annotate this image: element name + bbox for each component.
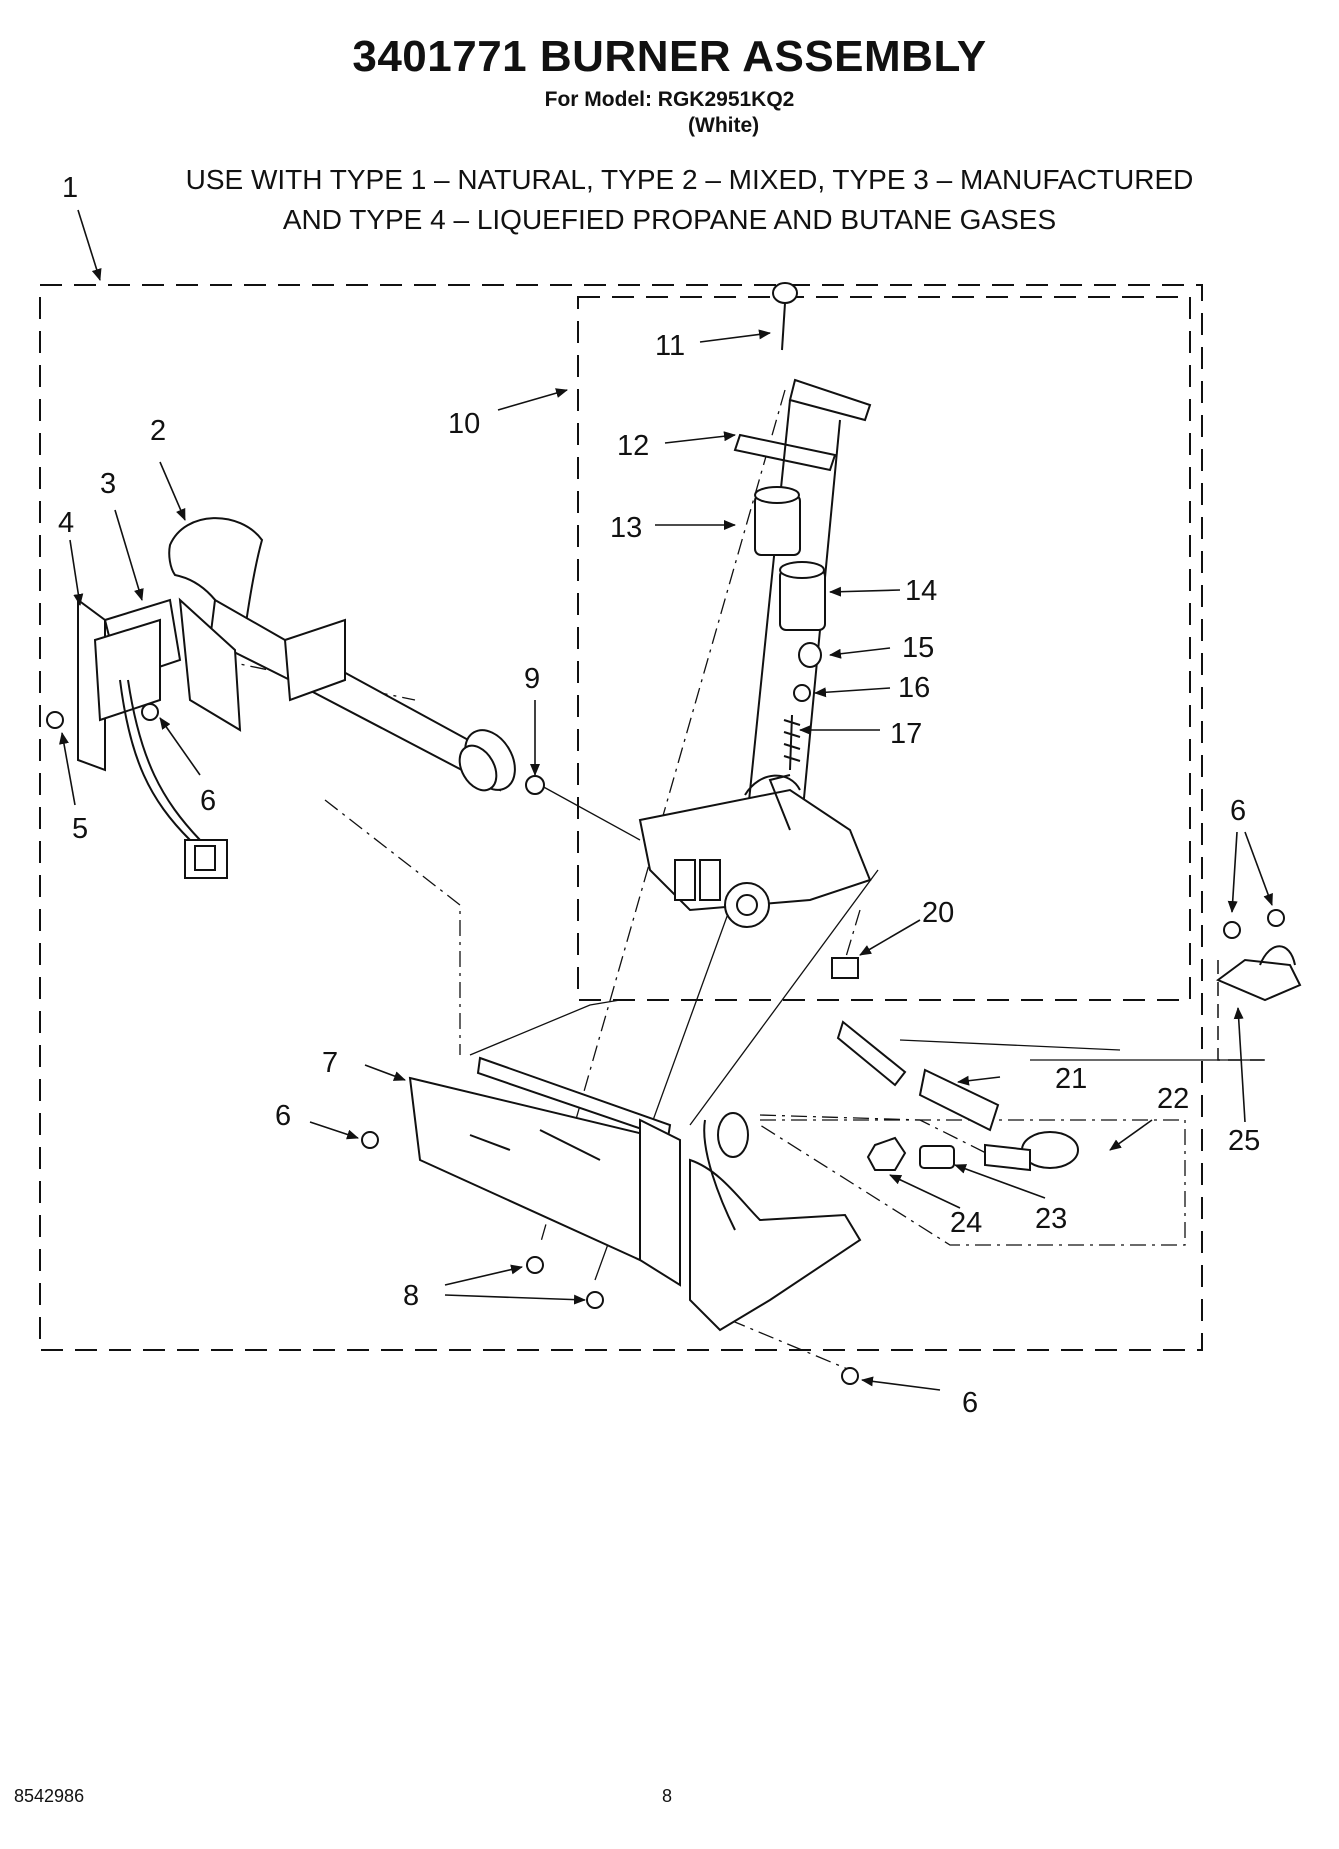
callout-2: 2 bbox=[150, 415, 166, 447]
ignitor-wire bbox=[119, 679, 228, 879]
callout-9: 9 bbox=[524, 663, 540, 695]
callout-3: 3 bbox=[100, 468, 116, 500]
ignitor-bracket bbox=[77, 597, 242, 772]
hose-clip bbox=[1216, 945, 1302, 1002]
callout-21: 21 bbox=[1055, 1063, 1087, 1095]
callout-4: 4 bbox=[58, 507, 74, 539]
callout-22: 22 bbox=[1157, 1083, 1189, 1115]
callout-25: 25 bbox=[1228, 1125, 1260, 1157]
model-variant: (White) bbox=[688, 114, 760, 137]
callout-24: 24 bbox=[950, 1207, 982, 1239]
page-number: 8 bbox=[662, 1786, 673, 1806]
burner-base-bracket bbox=[408, 1056, 862, 1332]
burner-tube bbox=[168, 517, 516, 792]
callout-17: 17 bbox=[890, 718, 922, 750]
callout-6-bottom: 6 bbox=[962, 1387, 978, 1419]
screws bbox=[46, 282, 1285, 1385]
valve-subassembly-boundary bbox=[577, 296, 1191, 1001]
callout-14: 14 bbox=[905, 575, 937, 607]
assembly-boundary bbox=[39, 284, 1203, 1351]
callout-12: 12 bbox=[617, 430, 649, 462]
gas-valve bbox=[638, 378, 872, 928]
callout-23: 23 bbox=[1035, 1203, 1067, 1235]
callout-10: 10 bbox=[448, 408, 480, 440]
callout-8: 8 bbox=[403, 1280, 419, 1312]
callout-arrows bbox=[59, 209, 1273, 1391]
callout-6-clip: 6 bbox=[1230, 795, 1246, 827]
callout-6-base: 6 bbox=[275, 1100, 291, 1132]
model-line: For Model: RGK2951KQ2 bbox=[544, 88, 795, 111]
callout-5: 5 bbox=[72, 813, 88, 845]
callout-6-ignitor: 6 bbox=[200, 785, 216, 817]
callout-16: 16 bbox=[898, 672, 930, 704]
valve-small-parts bbox=[783, 642, 822, 771]
gas-type-note-line-2: AND TYPE 4 – LIQUEFIED PROPANE AND BUTAN… bbox=[282, 204, 1057, 235]
gas-type-note-line-1: USE WITH TYPE 1 – NATURAL, TYPE 2 – MIXE… bbox=[185, 164, 1194, 195]
callout-7: 7 bbox=[322, 1047, 338, 1079]
callout-13: 13 bbox=[610, 512, 642, 544]
document-number: 8542986 bbox=[14, 1786, 85, 1806]
callout-11: 11 bbox=[655, 330, 685, 362]
callout-labels: 1 2 3 4 5 6 9 10 11 12 13 14 15 16 17 20… bbox=[58, 172, 1260, 1419]
page-title: 3401771 BURNER ASSEMBLY bbox=[352, 32, 987, 81]
orifice-fittings bbox=[831, 957, 1079, 1172]
callout-15: 15 bbox=[902, 632, 934, 664]
callout-20: 20 bbox=[922, 897, 954, 929]
callout-1: 1 bbox=[62, 172, 78, 204]
